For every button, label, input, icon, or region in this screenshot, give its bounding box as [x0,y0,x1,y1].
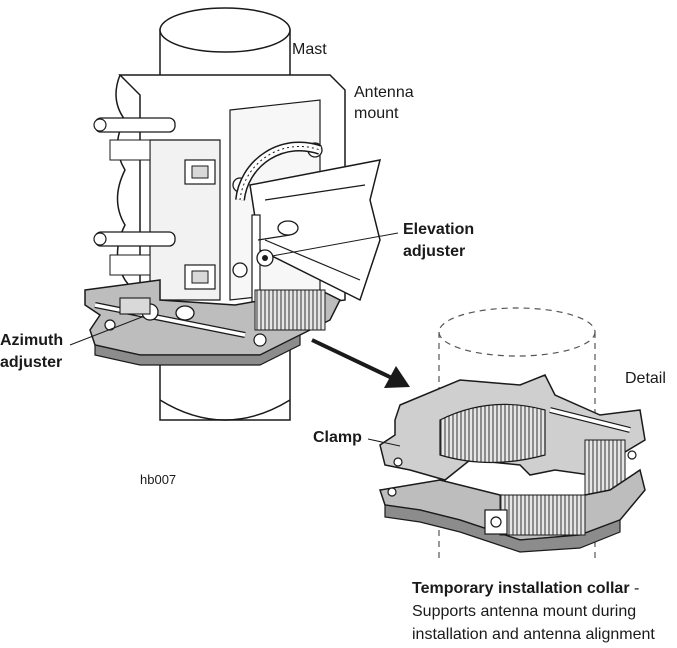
label-figure-code: hb007 [140,470,176,490]
label-azimuth-line1: Azimuth [0,331,63,351]
label-mast: Mast [292,40,327,60]
caption-title-row: Temporary installation collar - [412,578,639,600]
label-elevation-line1: Elevation [403,220,474,240]
detail-clamp-collar [380,375,645,552]
label-antenna-mount-line1: Antenna [354,83,414,103]
caption-line-3: installation and antenna alignment [412,624,655,646]
label-detail: Detail [625,369,666,389]
caption-line-2: Supports antenna mount during [412,601,636,623]
caption-dash: - [630,580,640,597]
caption-title: Temporary installation collar [412,580,630,597]
detail-arrow [312,340,410,388]
label-azimuth-line2: adjuster [0,353,62,373]
label-clamp: Clamp [313,428,362,448]
label-antenna-mount-line2: mount [354,104,398,124]
label-elevation-line2: adjuster [403,242,465,262]
